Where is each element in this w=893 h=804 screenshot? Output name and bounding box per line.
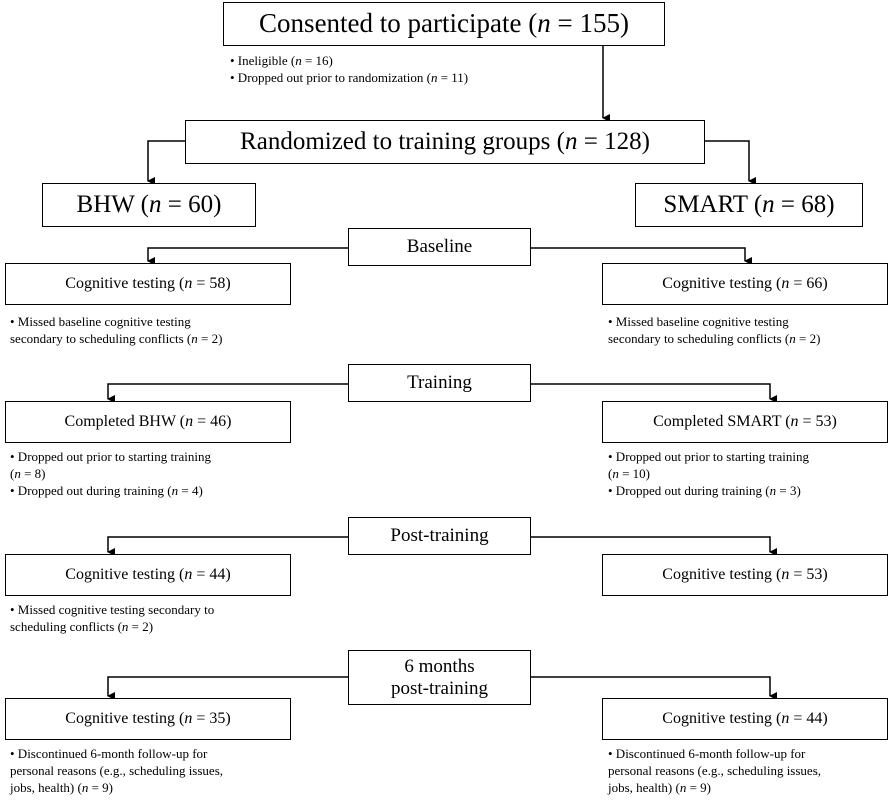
note-line: • Dropped out prior to starting training bbox=[10, 449, 211, 464]
smart-group-box: SMART (n = 68) bbox=[635, 183, 863, 227]
note-line: • Discontinued 6-month follow-up for bbox=[608, 746, 806, 761]
note-line: secondary to scheduling conflicts (n = 2… bbox=[10, 331, 223, 346]
note-line: • Ineligible (n = 16) bbox=[230, 53, 333, 68]
stage-six-months: 6 months post-training bbox=[348, 650, 531, 705]
randomized-box: Randomized to training groups (n = 128) bbox=[185, 120, 705, 164]
smart-group-label: SMART (n = 68) bbox=[663, 190, 835, 218]
note-line: personal reasons (e.g., scheduling issue… bbox=[10, 763, 224, 778]
left-six-notes: • Discontinued 6-month follow-up for per… bbox=[10, 745, 223, 796]
left-post-notes: • Missed cognitive testing secondary to … bbox=[10, 601, 214, 635]
note-line: scheduling conflicts (n = 2) bbox=[10, 619, 154, 634]
note-line: jobs, health) (n = 9) bbox=[10, 780, 114, 795]
note-line: secondary to scheduling conflicts (n = 2… bbox=[608, 331, 821, 346]
note-line: personal reasons (e.g., scheduling issue… bbox=[608, 763, 822, 778]
note-line: • Dropped out prior to starting training bbox=[608, 449, 809, 464]
stage-six-months-line2: post-training bbox=[390, 677, 489, 699]
note-line: jobs, health) (n = 9) bbox=[608, 780, 712, 795]
left-baseline-label: Cognitive testing (n = 58) bbox=[65, 274, 231, 292]
left-post-box: Cognitive testing (n = 44) bbox=[5, 554, 291, 596]
right-six-box: Cognitive testing (n = 44) bbox=[602, 698, 888, 740]
stage-training: Training bbox=[348, 364, 531, 402]
stage-post-training: Post-training bbox=[348, 517, 531, 555]
right-training-box: Completed SMART (n = 53) bbox=[602, 401, 888, 443]
left-baseline-notes: • Missed baseline cognitive testing seco… bbox=[10, 313, 222, 347]
note-line: • Missed cognitive testing secondary to bbox=[10, 602, 215, 617]
note-line: • Dropped out during training (n = 4) bbox=[10, 483, 203, 498]
right-six-notes: • Discontinued 6-month follow-up for per… bbox=[608, 745, 821, 796]
consented-notes: • Ineligible (n = 16) • Dropped out prio… bbox=[230, 52, 468, 86]
randomized-label: Randomized to training groups (n = 128) bbox=[240, 127, 650, 155]
left-six-box: Cognitive testing (n = 35) bbox=[5, 698, 291, 740]
bhw-group-label: BHW (n = 60) bbox=[76, 190, 222, 218]
bhw-group-box: BHW (n = 60) bbox=[42, 183, 256, 227]
note-line: (n = 8) bbox=[10, 466, 46, 481]
note-line: • Missed baseline cognitive testing bbox=[10, 314, 191, 329]
right-training-label: Completed SMART (n = 53) bbox=[653, 412, 837, 430]
stage-post-training-label: Post-training bbox=[390, 525, 489, 547]
right-post-label: Cognitive testing (n = 53) bbox=[662, 565, 828, 583]
consented-label: Consented to participate (n = 155) bbox=[259, 8, 629, 39]
left-training-notes: • Dropped out prior to starting training… bbox=[10, 448, 211, 499]
left-six-label: Cognitive testing (n = 35) bbox=[65, 709, 231, 727]
right-training-notes: • Dropped out prior to starting training… bbox=[608, 448, 809, 499]
note-line: • Dropped out during training (n = 3) bbox=[608, 483, 801, 498]
note-line: (n = 10) bbox=[608, 466, 651, 481]
left-post-label: Cognitive testing (n = 44) bbox=[65, 565, 231, 583]
consented-box: Consented to participate (n = 155) bbox=[223, 2, 665, 46]
stage-six-months-line1: 6 months bbox=[404, 655, 475, 677]
stage-baseline-label: Baseline bbox=[406, 236, 473, 258]
note-line: • Discontinued 6-month follow-up for bbox=[10, 746, 208, 761]
stage-training-label: Training bbox=[407, 372, 472, 394]
stage-baseline: Baseline bbox=[348, 228, 531, 266]
left-training-box: Completed BHW (n = 46) bbox=[5, 401, 291, 443]
left-training-label: Completed BHW (n = 46) bbox=[64, 412, 232, 430]
right-baseline-label: Cognitive testing (n = 66) bbox=[662, 274, 828, 292]
right-baseline-box: Cognitive testing (n = 66) bbox=[602, 263, 888, 305]
right-six-label: Cognitive testing (n = 44) bbox=[662, 709, 828, 727]
note-line: • Dropped out prior to randomization (n … bbox=[230, 70, 469, 85]
right-baseline-notes: • Missed baseline cognitive testing seco… bbox=[608, 313, 820, 347]
right-post-box: Cognitive testing (n = 53) bbox=[602, 554, 888, 596]
left-baseline-box: Cognitive testing (n = 58) bbox=[5, 263, 291, 305]
note-line: • Missed baseline cognitive testing bbox=[608, 314, 789, 329]
